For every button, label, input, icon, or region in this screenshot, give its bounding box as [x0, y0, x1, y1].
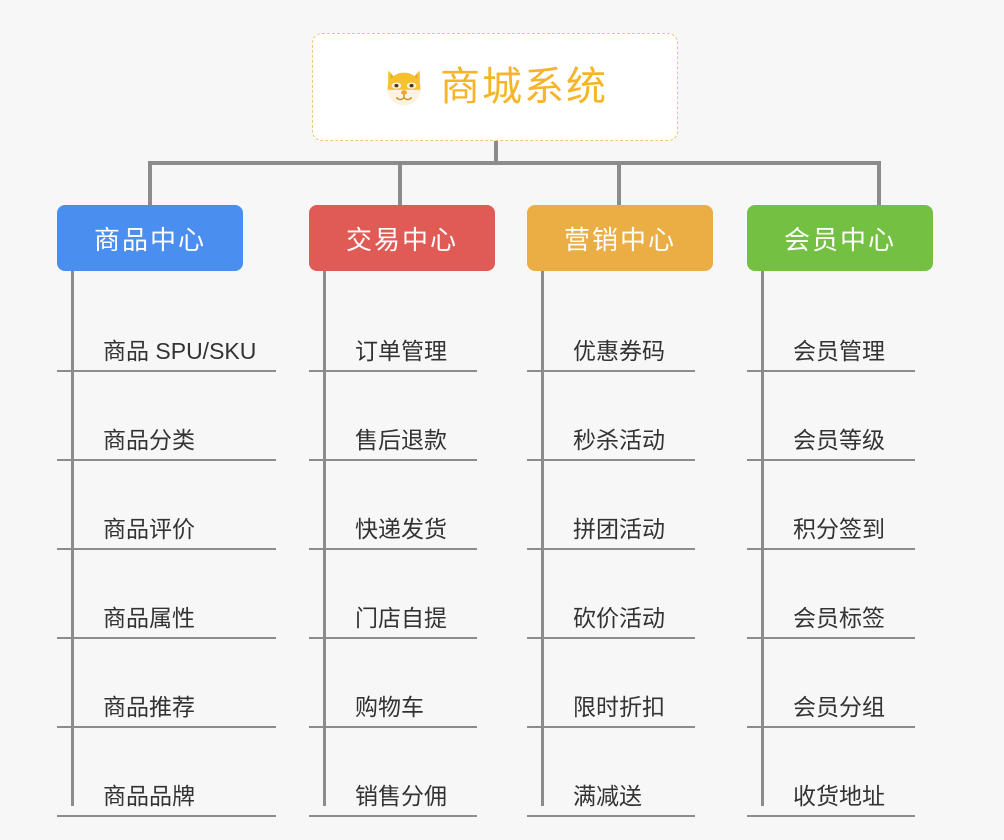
- dog-face-icon: [382, 65, 426, 109]
- group-header-member[interactable]: 会员中心: [747, 205, 933, 271]
- root-node[interactable]: 商城系统: [312, 33, 678, 141]
- leaf-item[interactable]: 优惠券码: [527, 283, 695, 372]
- leaf-spine: [71, 271, 74, 806]
- leaf-label: 销售分佣: [355, 782, 447, 809]
- leaf-item[interactable]: 商品 SPU/SKU: [57, 283, 276, 372]
- leaf-item[interactable]: 会员等级: [747, 372, 915, 461]
- leaf-label: 收货地址: [793, 782, 885, 809]
- leaf-item[interactable]: 门店自提: [309, 550, 477, 639]
- group-header-label: 营销中心: [563, 224, 676, 255]
- leaf-spine: [761, 271, 764, 806]
- group-header-label: 商品中心: [93, 224, 206, 255]
- leaf-item[interactable]: 售后退款: [309, 372, 477, 461]
- leaf-label: 门店自提: [355, 604, 447, 631]
- leaf-label: 商品评价: [103, 515, 195, 542]
- leaf-item[interactable]: 商品推荐: [57, 639, 276, 728]
- leaf-item[interactable]: 商品品牌: [57, 728, 276, 817]
- leaf-item[interactable]: 购物车: [309, 639, 477, 728]
- leaf-item[interactable]: 砍价活动: [527, 550, 695, 639]
- leaf-label: 会员管理: [793, 337, 885, 364]
- leaf-item[interactable]: 积分签到: [747, 461, 915, 550]
- group-column-marketing: 营销中心 优惠券码 秒杀活动 拼团活动 砍价活动 限时折扣 满减送: [527, 205, 739, 817]
- leaf-item[interactable]: 满减送: [527, 728, 695, 817]
- leaf-list-trade: 订单管理 售后退款 快递发货 门店自提 购物车 销售分佣: [309, 271, 521, 817]
- leaf-label: 售后退款: [355, 426, 447, 453]
- group-header-product[interactable]: 商品中心: [57, 205, 243, 271]
- leaf-label: 会员分组: [793, 693, 885, 720]
- connector-branch-0: [148, 161, 152, 205]
- leaf-label: 商品推荐: [103, 693, 195, 720]
- leaf-label: 砍价活动: [573, 604, 665, 631]
- connector-branch-1: [398, 161, 402, 205]
- leaf-item[interactable]: 订单管理: [309, 283, 477, 372]
- leaf-item[interactable]: 会员分组: [747, 639, 915, 728]
- leaf-item[interactable]: 秒杀活动: [527, 372, 695, 461]
- leaf-label: 商品品牌: [103, 782, 195, 809]
- leaf-item[interactable]: 商品评价: [57, 461, 276, 550]
- connector-branch-3: [877, 161, 881, 205]
- group-header-trade[interactable]: 交易中心: [309, 205, 495, 271]
- group-header-label: 会员中心: [783, 224, 896, 255]
- root-title: 商城系统: [440, 65, 608, 109]
- group-header-marketing[interactable]: 营销中心: [527, 205, 713, 271]
- leaf-label: 优惠券码: [573, 337, 665, 364]
- leaf-item[interactable]: 收货地址: [747, 728, 915, 817]
- leaf-label: 会员标签: [793, 604, 885, 631]
- group-column-trade: 交易中心 订单管理 售后退款 快递发货 门店自提 购物车 销售分佣: [309, 205, 521, 817]
- leaf-list-member: 会员管理 会员等级 积分签到 会员标签 会员分组 收货地址: [747, 271, 959, 817]
- leaf-item[interactable]: 拼团活动: [527, 461, 695, 550]
- leaf-label: 限时折扣: [573, 693, 665, 720]
- leaf-label: 商品属性: [103, 604, 195, 631]
- leaf-label: 订单管理: [355, 337, 447, 364]
- leaf-list-marketing: 优惠券码 秒杀活动 拼团活动 砍价活动 限时折扣 满减送: [527, 271, 739, 817]
- leaf-label: 秒杀活动: [573, 426, 665, 453]
- group-header-label: 交易中心: [345, 224, 458, 255]
- leaf-item[interactable]: 商品属性: [57, 550, 276, 639]
- group-column-product: 商品中心 商品 SPU/SKU 商品分类 商品评价 商品属性 商品推荐 商品品牌: [57, 205, 292, 817]
- leaf-label: 快递发货: [355, 515, 447, 542]
- leaf-label: 会员等级: [793, 426, 885, 453]
- connector-horizontal-bus: [148, 161, 881, 165]
- leaf-item[interactable]: 商品分类: [57, 372, 276, 461]
- leaf-item[interactable]: 销售分佣: [309, 728, 477, 817]
- leaf-label: 商品分类: [103, 426, 195, 453]
- leaf-label: 满减送: [573, 782, 642, 809]
- leaf-label: 商品 SPU/SKU: [103, 337, 257, 364]
- leaf-spine: [541, 271, 544, 806]
- leaf-item[interactable]: 限时折扣: [527, 639, 695, 728]
- leaf-item[interactable]: 会员标签: [747, 550, 915, 639]
- leaf-label: 积分签到: [793, 515, 885, 542]
- connector-root-stem: [494, 141, 498, 163]
- leaf-spine: [323, 271, 326, 806]
- leaf-list-product: 商品 SPU/SKU 商品分类 商品评价 商品属性 商品推荐 商品品牌: [57, 271, 292, 817]
- leaf-label: 拼团活动: [573, 515, 665, 542]
- leaf-item[interactable]: 会员管理: [747, 283, 915, 372]
- connector-branch-2: [617, 161, 621, 205]
- group-column-member: 会员中心 会员管理 会员等级 积分签到 会员标签 会员分组 收货地址: [747, 205, 959, 817]
- leaf-item[interactable]: 快递发货: [309, 461, 477, 550]
- leaf-label: 购物车: [355, 693, 424, 720]
